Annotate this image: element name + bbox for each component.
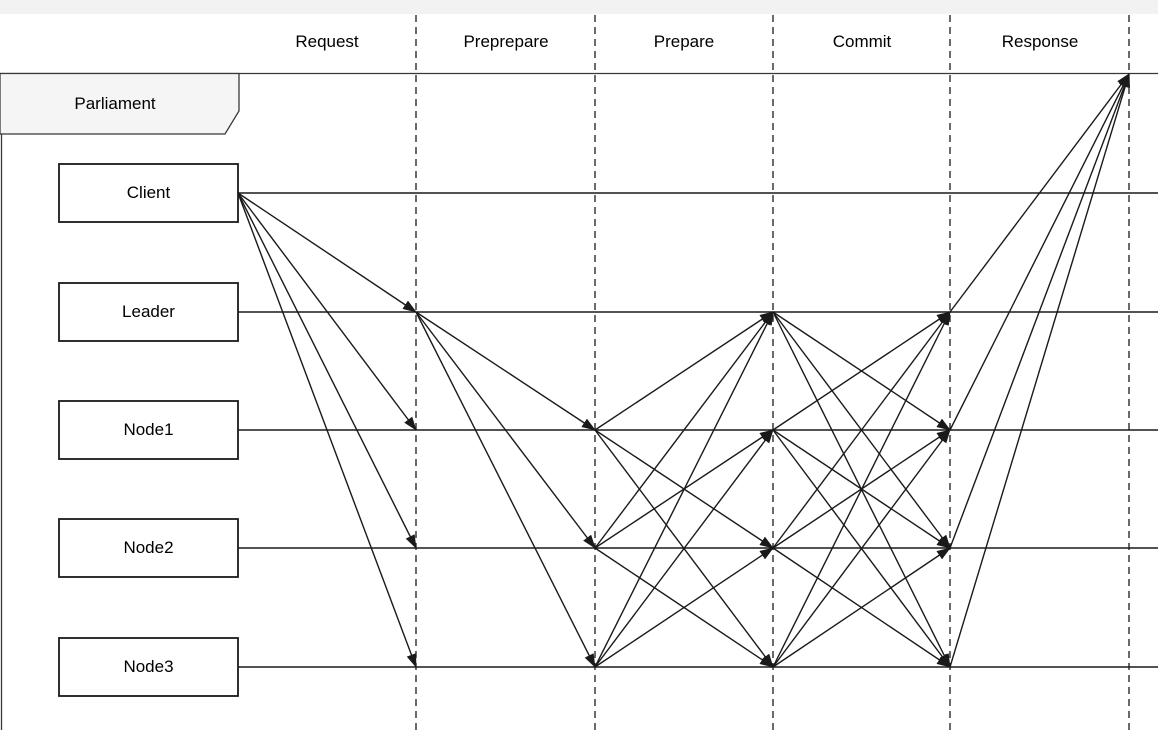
message-arrow-prepare-node3-node1 (594, 429, 774, 668)
window-chrome-strip (0, 0, 1158, 14)
message-arrow-response-leader-client (949, 73, 1130, 313)
message-arrow-preprepare-leader-node2 (415, 311, 596, 549)
actor-box-node1 (58, 400, 239, 460)
message-arrow-response-node1-client (949, 73, 1130, 431)
phase-label-commit: Commit (832, 32, 892, 51)
actor-label-leader: Leader (122, 302, 175, 321)
message-arrow-request-client-node1 (237, 192, 417, 431)
phase-label-request: Request (295, 32, 359, 51)
actor-box-node2 (58, 518, 239, 578)
message-arrow-response-node3-client (949, 73, 1131, 668)
message-arrow-commit-node3-leader (772, 311, 951, 668)
actor-box-node3 (58, 637, 239, 697)
message-arrow-commit-node2-leader (772, 311, 951, 549)
frame-label-tab (0, 72, 240, 135)
actor-label-node1: Node1 (123, 420, 174, 439)
message-arrow-preprepare-leader-node3 (415, 311, 596, 668)
phase-label-response: Response (1001, 32, 1079, 51)
message-arrow-request-client-node3 (237, 192, 417, 668)
message-arrow-request-client-node2 (237, 192, 417, 549)
actor-label-node2: Node2 (123, 538, 174, 557)
actor-label-node3: Node3 (123, 657, 174, 676)
message-arrow-request-client-leader (237, 192, 417, 313)
message-arrow-response-node2-client (949, 73, 1130, 549)
message-arrow-prepare-node3-node2 (594, 547, 774, 668)
actor-label-client: Client (126, 183, 171, 202)
actor-box-leader (58, 282, 239, 342)
phase-label-preprepare: Preprepare (463, 32, 549, 51)
message-arrow-prepare-node2-leader (594, 311, 774, 549)
message-arrow-prepare-node1-leader (594, 311, 774, 431)
phase-label-prepare: Prepare (653, 32, 715, 51)
message-arrow-preprepare-leader-node1 (415, 311, 596, 431)
message-arrow-commit-node3-node2 (772, 547, 951, 668)
message-arrow-commit-node1-leader (772, 311, 951, 431)
actor-box-client (58, 163, 239, 223)
frame-title: Parliament (74, 93, 156, 113)
message-arrow-commit-node3-node1 (772, 429, 951, 668)
message-arrow-prepare-node3-leader (594, 311, 774, 668)
